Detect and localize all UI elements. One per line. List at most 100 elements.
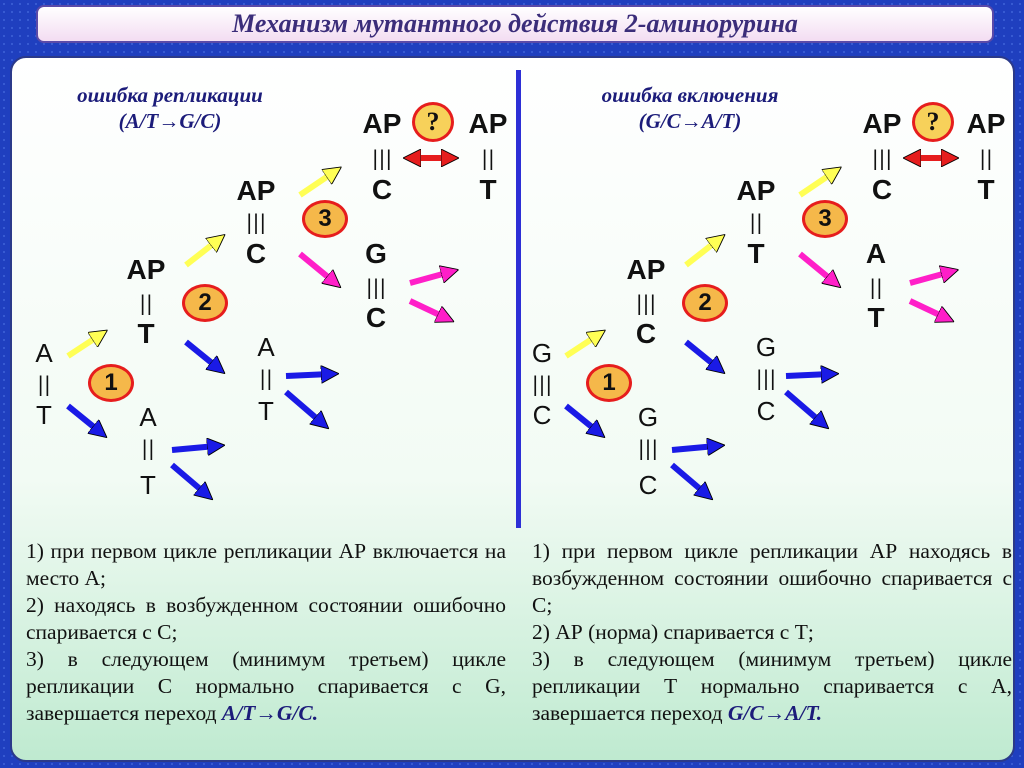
right-desc-3-transition: G/C→A/T.: [727, 701, 823, 725]
left-pair6-top: AP: [362, 108, 402, 139]
left-heading-line2: (A/T→G/C): [118, 109, 222, 133]
right-pair1-bottom: C: [532, 400, 552, 430]
right-magenta-arrow-2b: [908, 298, 946, 318]
right-blue-arrow-3b: [670, 462, 706, 494]
right-desc-2: 2) АР (норма) спаривается с Т;: [532, 620, 814, 644]
right-heading: ошибка включения (G/C→A/T): [560, 82, 820, 134]
left-pair4-bond: |||: [245, 210, 267, 234]
left-blue-arrow-1: [66, 403, 100, 432]
right-blue-arrow-1: [564, 403, 598, 432]
right-pair5-bond: |||: [755, 366, 777, 390]
left-question-badge: ?: [412, 102, 454, 142]
left-pair4-bottom: C: [245, 238, 267, 269]
center-divider: [516, 70, 521, 528]
left-pair6-bottom: C: [371, 174, 393, 205]
left-pair2-bottom: T: [137, 318, 155, 349]
right-blue-arrow-3a: [671, 446, 716, 450]
left-pair8-top: G: [365, 238, 387, 269]
left-pair5-top: A: [257, 332, 275, 362]
left-pair8-bond: |||: [365, 275, 387, 299]
right-pair8-bond: ||: [869, 275, 883, 299]
right-pair8-bottom: T: [867, 302, 885, 333]
right-blue-arrow-4a: [785, 374, 830, 376]
left-magenta-arrow-2b: [408, 298, 446, 318]
left-pair3-top: A: [139, 402, 157, 432]
right-pair6-bottom: C: [871, 174, 893, 205]
right-step-3-badge: 3: [802, 200, 848, 238]
right-pair4-top: AP: [736, 175, 776, 206]
right-pair2-bond: |||: [635, 291, 657, 315]
left-blue-arrow-3a: [171, 446, 216, 450]
left-blue-arrow-3b: [170, 462, 206, 494]
left-step-2-badge: 2: [182, 284, 228, 322]
right-pair7-top: AP: [966, 108, 1006, 139]
left-step-3-badge: 3: [302, 200, 348, 238]
right-pair1-top: G: [531, 338, 553, 368]
right-blue-arrow-2: [684, 339, 718, 368]
left-desc-3-transition: A/T→G/C.: [221, 701, 319, 725]
left-blue-arrow-4a: [285, 374, 330, 376]
left-pair1-bond: ||: [37, 372, 51, 396]
right-pair2-top: AP: [626, 254, 666, 285]
right-pair8-top: A: [865, 238, 887, 269]
right-pair3-top: G: [637, 402, 659, 432]
left-pair3-bond: ||: [141, 436, 155, 460]
right-heading-line2: (G/C→A/T): [638, 109, 742, 133]
left-pair2-bond: ||: [139, 291, 153, 315]
right-yellow-arrow-3: [798, 172, 834, 198]
right-pair3-bond: |||: [637, 436, 659, 460]
right-heading-line1: ошибка включения: [601, 83, 779, 107]
right-step-2-badge: 2: [682, 284, 728, 322]
right-question-badge: ?: [912, 102, 954, 142]
right-pair5-top: G: [755, 332, 777, 362]
right-description: 1) при первом цикле репликации АР находя…: [532, 538, 1012, 727]
content-panel: [10, 56, 1015, 762]
left-description: 1) при первом цикле репликации АР включа…: [26, 538, 506, 727]
left-pair6-bond: |||: [371, 146, 393, 170]
left-yellow-arrow-2: [184, 240, 218, 268]
right-yellow-arrow-1: [564, 335, 598, 359]
left-magenta-arrow-2a: [409, 272, 450, 286]
right-pair1-bond: |||: [531, 372, 553, 396]
right-pair4-bond: ||: [749, 210, 763, 234]
right-pair7-bond: ||: [979, 146, 993, 170]
left-blue-arrow-2: [184, 339, 218, 368]
right-desc-3-text: 3) в следующем (минимум третьем) цикле р…: [532, 647, 1012, 725]
left-pair5-bottom: T: [258, 396, 274, 426]
left-desc-2: 2) находясь в возбужденном состоянии оши…: [26, 593, 506, 644]
right-pair6-bond: |||: [871, 146, 893, 170]
left-pair7-bond: ||: [481, 146, 495, 170]
right-blue-arrow-4b: [784, 389, 822, 423]
left-pair8-bottom: C: [365, 302, 387, 333]
right-pair7-bottom: T: [977, 174, 995, 205]
right-pair3-bottom: C: [638, 470, 658, 500]
right-yellow-arrow-2: [684, 240, 718, 268]
right-desc-1: 1) при первом цикле репликации АР находя…: [532, 539, 1012, 617]
right-pair4-bottom: T: [747, 238, 765, 269]
left-pair7-bottom: T: [479, 174, 497, 205]
left-pair1-bottom: T: [36, 400, 52, 430]
left-step-1-badge: 1: [88, 364, 134, 402]
left-pair4-top: AP: [236, 175, 276, 206]
left-pair1-top: A: [35, 338, 53, 368]
left-desc-1: 1) при первом цикле репликации АР включа…: [26, 539, 506, 590]
right-desc-3: 3) в следующем (минимум третьем) цикле р…: [532, 646, 1012, 727]
left-pair5-bond: ||: [259, 366, 273, 390]
left-yellow-arrow-1: [66, 335, 100, 359]
left-magenta-arrow-1: [298, 251, 334, 282]
left-desc-3: 3) в следующем (минимум третьем) цикле р…: [26, 646, 506, 727]
left-blue-arrow-4b: [284, 389, 322, 423]
left-heading: ошибка репликации (A/T→G/C): [40, 82, 300, 134]
left-pair3-bottom: T: [140, 470, 156, 500]
right-magenta-arrow-2a: [909, 272, 950, 286]
right-pair5-bottom: C: [756, 396, 776, 426]
right-pair2-bottom: C: [635, 318, 657, 349]
left-yellow-arrow-3: [298, 172, 334, 198]
left-pair2-top: AP: [126, 254, 166, 285]
right-step-1-badge: 1: [586, 364, 632, 402]
right-pair6-top: AP: [862, 108, 902, 139]
right-magenta-arrow-1: [798, 251, 834, 282]
left-heading-line1: ошибка репликации: [77, 83, 263, 107]
left-pair7-top: AP: [468, 108, 508, 139]
